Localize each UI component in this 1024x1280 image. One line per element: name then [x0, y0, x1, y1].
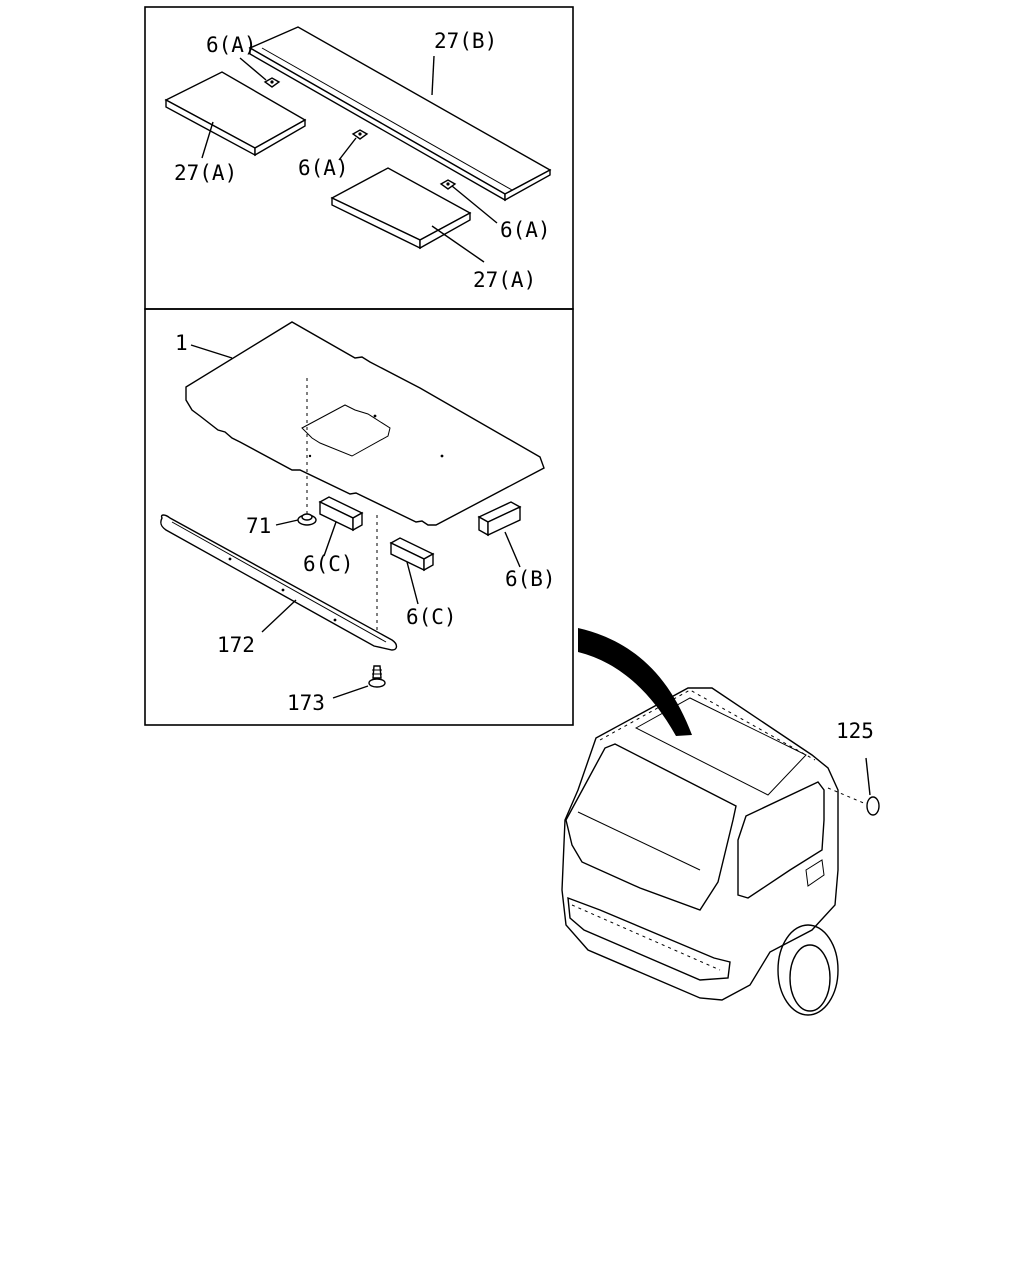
label-27a-1: 27(A) [174, 161, 237, 185]
label-172: 172 [217, 633, 255, 657]
part-71-clip [297, 513, 317, 526]
part-6b-block [477, 501, 522, 537]
part-1-roof-lining [185, 321, 545, 526]
part-27b-strip [248, 26, 552, 202]
leader-1 [190, 344, 233, 359]
leader-71 [275, 519, 299, 526]
leader-172 [261, 599, 297, 633]
part-6c-block-1 [318, 496, 364, 532]
label-173: 173 [287, 691, 325, 715]
label-125: 125 [836, 719, 874, 743]
leader-6a-1 [239, 57, 267, 81]
part-6a-clip-2 [351, 129, 369, 140]
part-27a-pad-right [330, 167, 472, 250]
leader-27b [431, 55, 435, 96]
truck-cab-illustration: 125 [561, 628, 880, 1016]
leader-27a-2 [431, 225, 485, 263]
label-6c-2: 6(C) [406, 605, 457, 629]
part-173-screw [368, 665, 386, 688]
part-27a-pad-left [164, 71, 307, 157]
part-125-lamp [866, 796, 880, 816]
label-27b: 27(B) [434, 29, 497, 53]
label-6c-1: 6(C) [303, 552, 354, 576]
label-6b: 6(B) [505, 567, 556, 591]
lower-panel-frame [144, 308, 574, 726]
leader-6b [504, 531, 521, 568]
leader-173 [332, 685, 369, 699]
part-6c-block-2 [389, 537, 435, 572]
leader-6a-3 [451, 185, 498, 224]
leader-125 [865, 757, 871, 796]
leader-27a-1 [201, 121, 214, 159]
label-6a-1: 6(A) [206, 33, 257, 57]
lower-panel: 1 71 6(C) 6(C) 6(B) 172 173 [144, 308, 574, 726]
upper-panel: 6(A) 27(B) 27(A) 6(A) 6(A) 27(A) [144, 6, 574, 310]
part-172-moulding [160, 514, 398, 651]
pointer-arrow [578, 628, 692, 736]
label-6a-3: 6(A) [500, 218, 551, 242]
part-6a-clip-1 [263, 77, 281, 88]
part-6a-clip-3 [439, 179, 457, 190]
label-1: 1 [175, 331, 188, 355]
leader-6c-2 [406, 561, 419, 605]
label-27a-2: 27(A) [473, 268, 536, 292]
label-71: 71 [246, 514, 271, 538]
leader-6c-1 [323, 521, 337, 557]
leader-6a-2 [338, 137, 357, 161]
label-6a-2: 6(A) [298, 156, 349, 180]
